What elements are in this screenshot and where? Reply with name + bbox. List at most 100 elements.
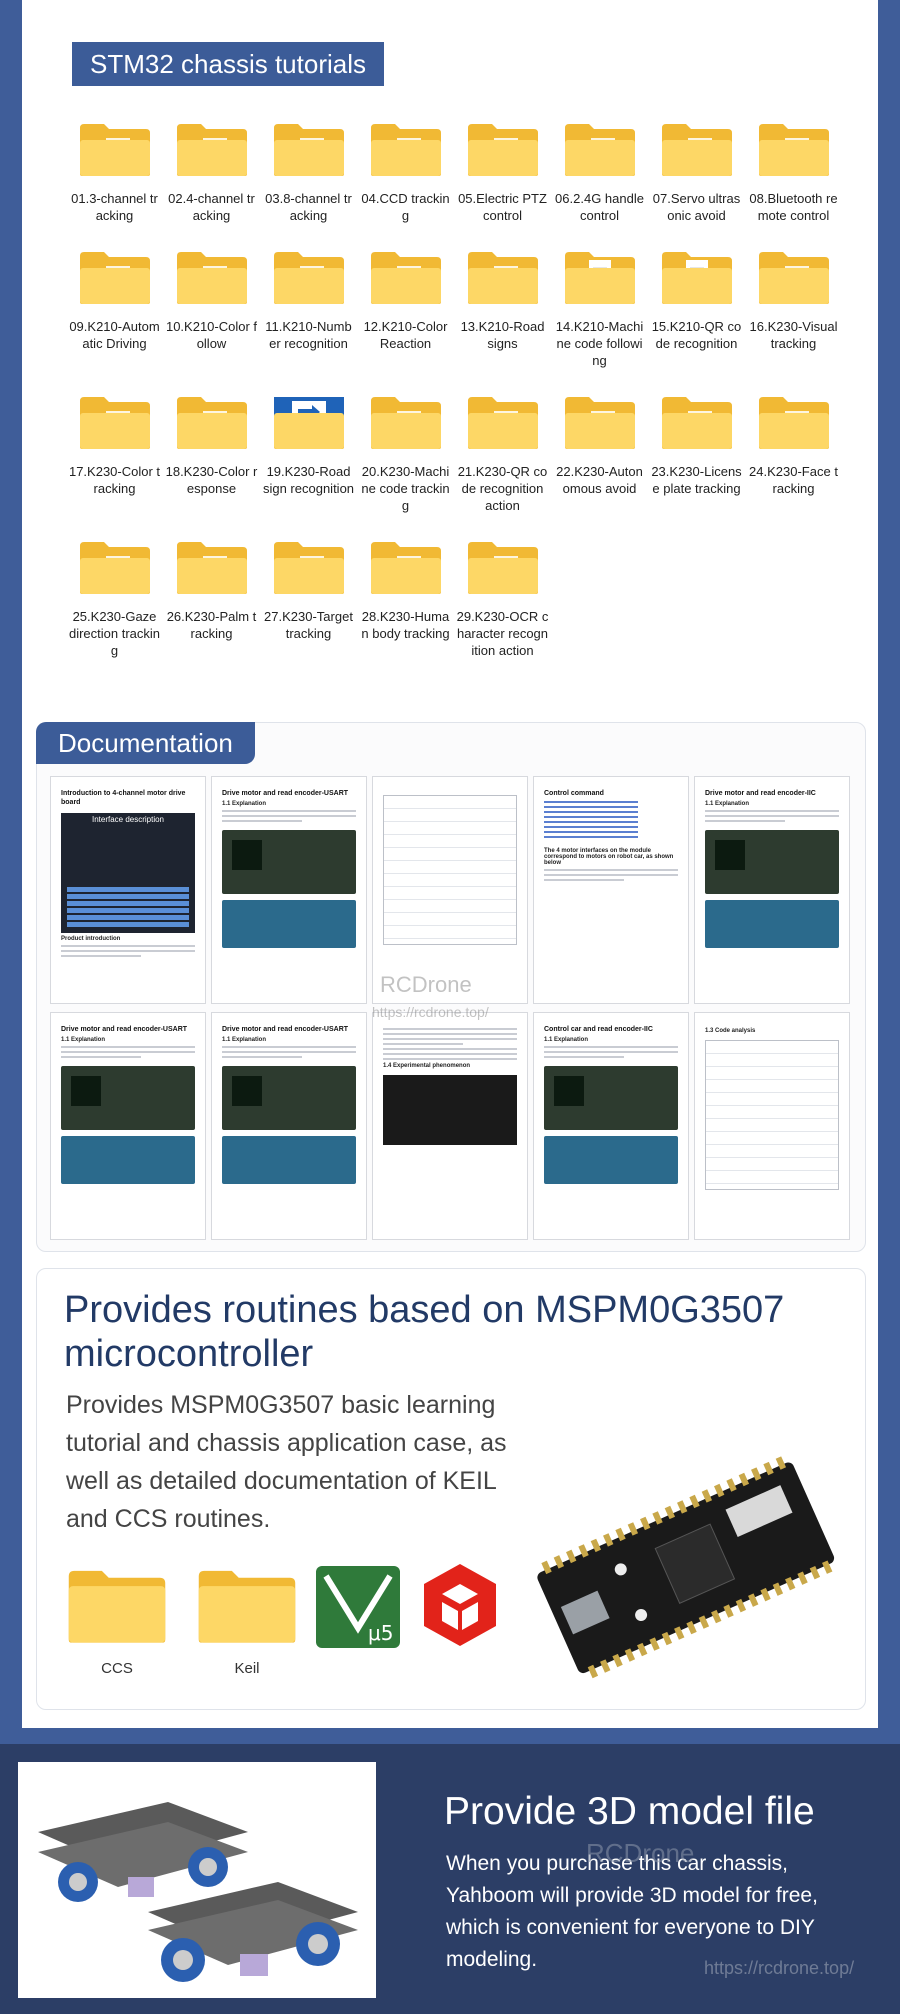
tutorial-folder[interactable]: 11.K210-Number recognition [260, 246, 357, 369]
folder-icon [196, 1562, 298, 1646]
tutorial-folder[interactable]: 16.K230-Visual tracking [745, 246, 842, 369]
doc-page-heading: Drive motor and read encoder-USART [222, 790, 349, 797]
board-photo [544, 1066, 678, 1130]
tutorial-folder[interactable]: 17.K230-Color tracking [66, 391, 163, 514]
tutorial-folder[interactable]: 07.Servo ultrasonic avoid [648, 118, 745, 224]
documentation-page-thumbnail[interactable]: 1.4 Experimental phenomenon [372, 1012, 528, 1240]
board-photo [705, 900, 839, 948]
tutorial-folder[interactable]: 13.K210-Road signs [454, 246, 551, 369]
keil-mu5-logo: μ5 [316, 1566, 400, 1648]
folder-label: 03.8-channel tracking [265, 191, 352, 223]
keil-folder[interactable]: Keil [196, 1562, 298, 1677]
folder-icon [272, 536, 346, 596]
tutorial-folder[interactable]: 23.K230-License plate tracking [648, 391, 745, 514]
watermark-url: https://rcdrone.top/ [704, 1958, 855, 1978]
ccs-folder[interactable]: CCS [66, 1562, 168, 1677]
doc-page-heading: Drive motor and read encoder-IIC [705, 790, 816, 797]
watermark-url: https://rcdrone.top/ [372, 1004, 489, 1020]
folder-icon [175, 391, 249, 451]
folder-label: 10.K210-Color follow [165, 319, 258, 351]
folder-icon [757, 118, 831, 178]
folder-icon [66, 1562, 168, 1646]
folder-label: 07.Servo ultrasonic avoid [652, 191, 741, 223]
board-photo [222, 900, 356, 948]
tutorial-folder[interactable]: 27.K230-Target tracking [260, 536, 357, 659]
folder-icon [175, 246, 249, 306]
folder-icon [660, 118, 734, 178]
tutorial-folder[interactable]: 14.K210-Machine code following [551, 246, 648, 369]
folder-icon [660, 391, 734, 451]
tutorial-folder[interactable]: 04.CCD tracking [357, 118, 454, 224]
folder-label: 17.K230-Color tracking [68, 464, 161, 496]
tutorial-folder[interactable]: 24.K230-Face tracking [745, 391, 842, 514]
folder-icon [78, 391, 152, 451]
terminal-output [383, 1075, 517, 1145]
doc-page-subheading: Product introduction [61, 936, 121, 942]
tutorial-folder[interactable]: 05.Electric PTZ control [454, 118, 551, 224]
mspm-description: Provides MSPM0G3507 basic learning tutor… [66, 1391, 507, 1533]
tutorial-folder[interactable]: 28.K230-Human body tracking [357, 536, 454, 659]
tutorial-folder[interactable]: 12.K210-Color Reaction [357, 246, 454, 369]
doc-page-subheading: 1.4 Experimental phenomenon [383, 1063, 471, 1069]
tutorial-folder[interactable]: 08.Bluetooth remote control [745, 118, 842, 224]
tutorial-folder[interactable]: 10.K210-Color follow [163, 246, 260, 369]
tutorial-folder[interactable]: 01.3-channel tracking [66, 118, 163, 224]
doc-page-heading: Drive motor and read encoder-USART [222, 1026, 349, 1033]
doc-page-subheading: 1.1 Explanation [61, 1037, 106, 1043]
folder-label: 11.K210-Number recognition [265, 319, 352, 351]
folder-icon [369, 118, 443, 178]
folder-label: 20.K230-Machine code tracking [361, 464, 450, 513]
folder-label: 08.Bluetooth remote control [749, 191, 838, 223]
folder-icon [466, 391, 540, 451]
folder-label: 13.K210-Road signs [460, 319, 545, 351]
watermark-text: RCDrone [586, 1838, 695, 1868]
ti-cube-logo [420, 1560, 500, 1650]
folder-label: 19.K230-Road sign recognition [262, 464, 355, 496]
folder-icon [563, 391, 637, 451]
folder-icon [78, 536, 152, 596]
watermark-text: RCDrone [380, 972, 472, 997]
folder-label: 21.K230-QR code recognition action [457, 464, 548, 513]
tutorial-folder[interactable]: 15.K210-QR code recognition [648, 246, 745, 369]
tutorial-folder[interactable]: 26.K230-Palm tracking [163, 536, 260, 659]
folder-label: 04.CCD tracking [361, 191, 450, 223]
tutorial-folder[interactable]: 18.K230-Color response [163, 391, 260, 514]
tutorial-folder[interactable]: 29.K230-OCR character recognition action [454, 536, 551, 659]
doc-page-subheading: 1.3 Code analysis [705, 1028, 756, 1034]
folder-icon [369, 391, 443, 451]
board-photo [222, 1136, 356, 1184]
chassis-bottom [148, 1882, 358, 1982]
tutorial-folder[interactable]: 21.K230-QR code recognition action [454, 391, 551, 514]
folder-label: 16.K230-Visual tracking [749, 319, 838, 351]
interface-diagram: Interface description [61, 813, 195, 933]
documentation-page-thumbnail[interactable]: Introduction to 4-channel motor drive bo… [50, 776, 206, 1004]
documentation-page-grid: Introduction to 4-channel motor drive bo… [50, 776, 852, 1240]
documentation-title: Documentation [36, 722, 255, 764]
tutorial-folder[interactable]: 19.K230-Road sign recognition [260, 391, 357, 514]
ccs-label: CCS [101, 1660, 133, 1677]
folder-label: 06.2.4G handle control [555, 191, 644, 223]
tutorial-folder[interactable]: 06.2.4G handle control [551, 118, 648, 224]
board-photo [222, 1066, 356, 1130]
folder-label: 09.K210-Automatic Driving [69, 319, 160, 351]
tutorial-folder[interactable]: 20.K230-Machine code tracking [357, 391, 454, 514]
tutorial-folder[interactable]: 25.K230-Gaze direction tracking [66, 536, 163, 659]
documentation-page-thumbnail[interactable] [372, 776, 528, 1004]
board-photo [61, 1136, 195, 1184]
keil-label: Keil [234, 1660, 260, 1677]
folder-icon [466, 536, 540, 596]
tutorial-folder[interactable]: 22.K230-Autonomous avoid [551, 391, 648, 514]
tutorial-folder[interactable]: 02.4-channel tracking [163, 118, 260, 224]
documentation-page-thumbnail[interactable]: 1.3 Code analysis [694, 1012, 850, 1240]
tutorial-folder[interactable]: 03.8-channel tracking [260, 118, 357, 224]
tutorial-folder[interactable]: 09.K210-Automatic Driving [66, 246, 163, 369]
board-photo [222, 830, 356, 894]
model-description: When you purchase this car chassis, Yahb… [446, 1852, 818, 1971]
folder-icon [272, 246, 346, 306]
